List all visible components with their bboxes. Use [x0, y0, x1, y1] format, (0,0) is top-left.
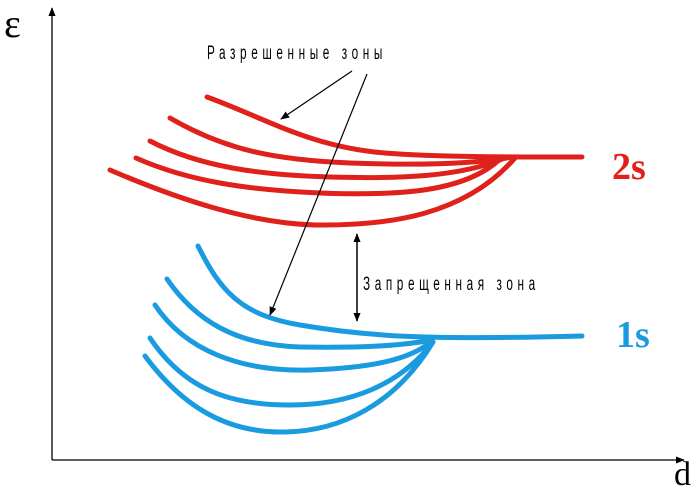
x-axis-label: d	[674, 456, 691, 493]
band-1s-line-4	[147, 335, 436, 408]
band-2s-line-5	[107, 155, 518, 228]
band-2s	[107, 94, 585, 228]
band-1s-line-1	[195, 243, 585, 341]
band-1s	[142, 243, 585, 435]
band-1s-line-3	[152, 302, 435, 373]
band-2s-line-1	[204, 94, 585, 160]
band-1s-line-2	[164, 276, 435, 350]
forbidden-zone-label: Запрещенная зона	[363, 274, 540, 295]
band-1s-line-5	[142, 339, 436, 435]
band-2s-line-3	[147, 138, 508, 181]
y-axis-label: ε	[4, 1, 21, 46]
level-1s-label: 1s	[616, 314, 650, 356]
allowed-zones-arrow-upper	[280, 70, 353, 120]
band-2s-line-4	[133, 155, 503, 197]
allowed-zones-label: Разрешенные зоны	[207, 43, 387, 64]
band-2s-line-2	[167, 115, 515, 167]
level-2s-label: 2s	[612, 146, 646, 188]
allowed-zones-arrow-lower	[269, 73, 368, 316]
